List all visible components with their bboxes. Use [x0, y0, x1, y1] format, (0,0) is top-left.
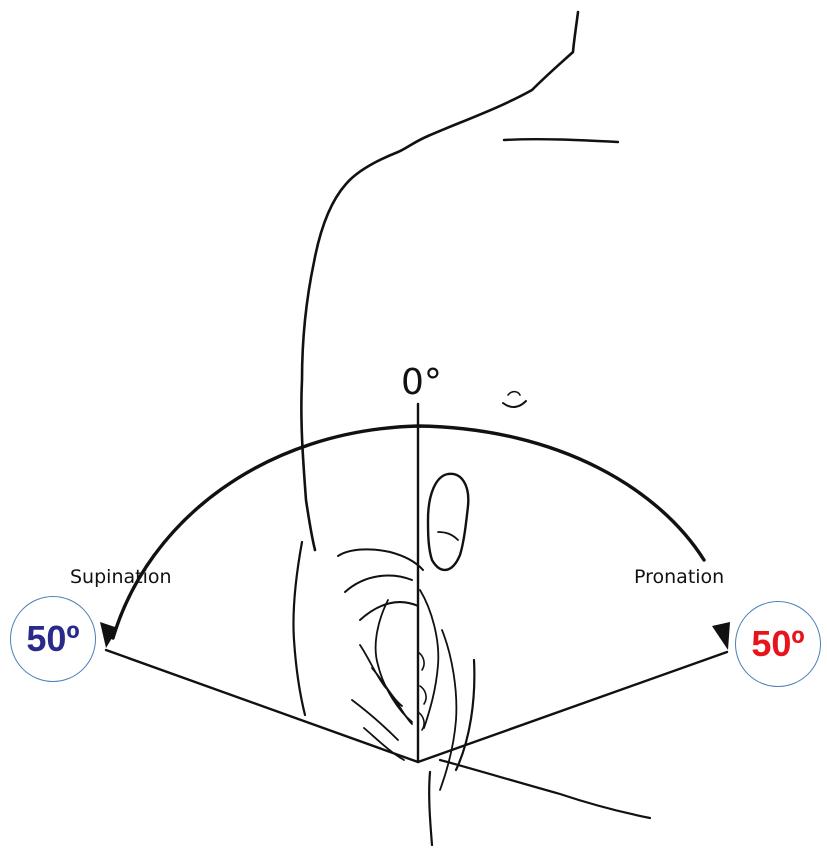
supination-angle-badge: 50º [10, 596, 96, 682]
pronation-label: Pronation [634, 566, 724, 588]
pronation-ray [418, 652, 727, 762]
supination-ray [106, 650, 418, 762]
supination-angle-value: 50º [26, 618, 79, 660]
motion-arc [113, 426, 704, 638]
lower-body [429, 660, 650, 845]
hand-palm [338, 549, 423, 620]
torso-outline [301, 12, 578, 550]
supination-label: Supination [70, 566, 172, 588]
thumb-outline [428, 474, 468, 570]
finger-tips [418, 652, 426, 730]
thumb-crease [438, 532, 458, 540]
pronation-angle-badge: 50º [735, 601, 821, 687]
navel-mark [503, 401, 526, 407]
shoulder-crease [504, 139, 618, 142]
pronation-arrow-icon [712, 622, 730, 650]
navel-mark-2 [508, 392, 520, 395]
forearm-outline [293, 542, 305, 715]
pronation-angle-value: 50º [751, 623, 804, 665]
zero-degree-label: 0° [401, 362, 442, 403]
